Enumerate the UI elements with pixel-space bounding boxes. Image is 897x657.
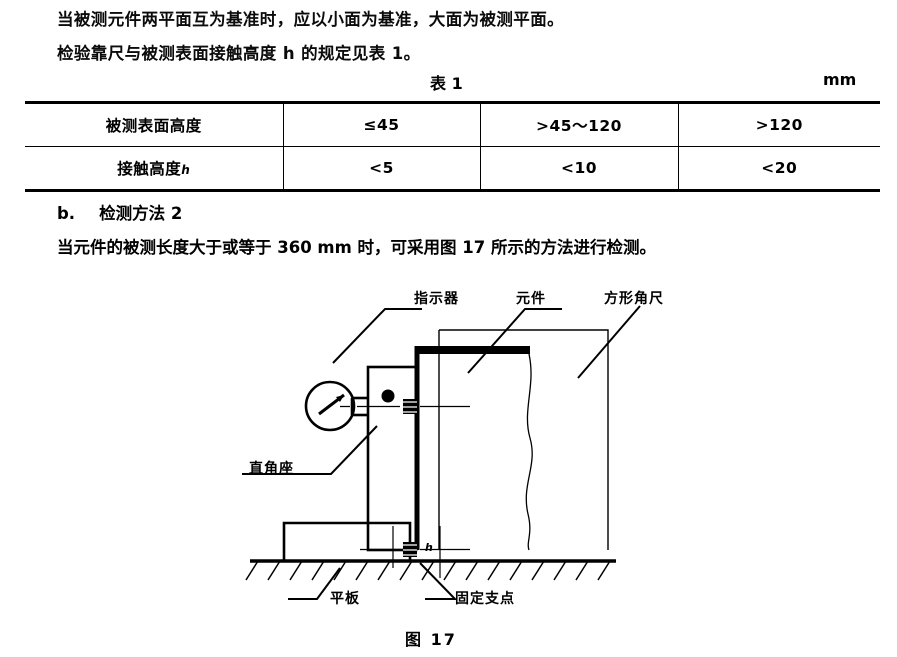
figure-label-flat-plate: 平板 (330, 591, 360, 607)
leader-lines-other (242, 425, 458, 600)
table-row-header-text: 接触高度 (117, 160, 182, 178)
table-cell: <10 (479, 146, 679, 192)
table-unit-label: mm (823, 70, 857, 89)
indicator-gauge-shape (304, 380, 368, 432)
figure-drawing (242, 305, 641, 600)
table-cell: ≤45 (282, 101, 481, 147)
table-cell: >120 (677, 101, 880, 147)
table-cell: >45～120 (479, 101, 679, 147)
section-marker: b. (57, 204, 76, 223)
section-heading: b. 检测方法 2 (57, 200, 182, 224)
table-cell: <20 (677, 146, 880, 192)
ground-datum-hatching (245, 559, 616, 581)
upper-contact-tip (403, 399, 417, 414)
section-body-text: 当元件的被测长度大于或等于 360 mm 时，可采用图 17 所示的方法进行检测… (57, 238, 657, 257)
seat-base-shape (282, 521, 412, 563)
component-shape (414, 346, 533, 551)
intro-paragraph-1: 当被测元件两平面互为基准时，应以小面为基准，大面为被测平面。 (57, 10, 564, 29)
figure-label-fixed-fulcrum: 固定支点 (455, 591, 515, 607)
table-row-header: 被测表面高度 (25, 101, 284, 147)
table-cell: <5 (282, 146, 481, 192)
intro-paragraph-2: 检验靠尺与被测表面接触高度 h 的规定见表 1。 (57, 44, 421, 63)
specification-table: 被测表面高度 ≤45 >45～120 >120 接触高度h <5 <10 <20 (25, 101, 880, 192)
figure-caption: 图 17 (405, 630, 457, 649)
square-ruler-shape (438, 329, 609, 550)
section-title: 检测方法 2 (99, 204, 183, 223)
locking-screw-dot (381, 389, 395, 403)
figure-label-right-angle-seat: 直角座 (249, 461, 294, 477)
figure-label-dimension-h: h (425, 541, 433, 554)
table-row-header-subscript: h (181, 163, 191, 177)
figure-label-component: 元件 (516, 291, 546, 307)
table-caption: 表 1 (430, 74, 463, 93)
technical-figure: 指示器 元件 方形角尺 直角座 平板 固定支点 h (0, 278, 897, 618)
table-row: 被测表面高度 ≤45 >45～120 >120 (25, 101, 880, 147)
table-row-header: 接触高度h (25, 146, 284, 192)
figure-label-indicator: 指示器 (414, 291, 459, 307)
table-row: 接触高度h <5 <10 <20 (25, 146, 880, 192)
figure-label-square-ruler: 方形角尺 (604, 291, 664, 307)
